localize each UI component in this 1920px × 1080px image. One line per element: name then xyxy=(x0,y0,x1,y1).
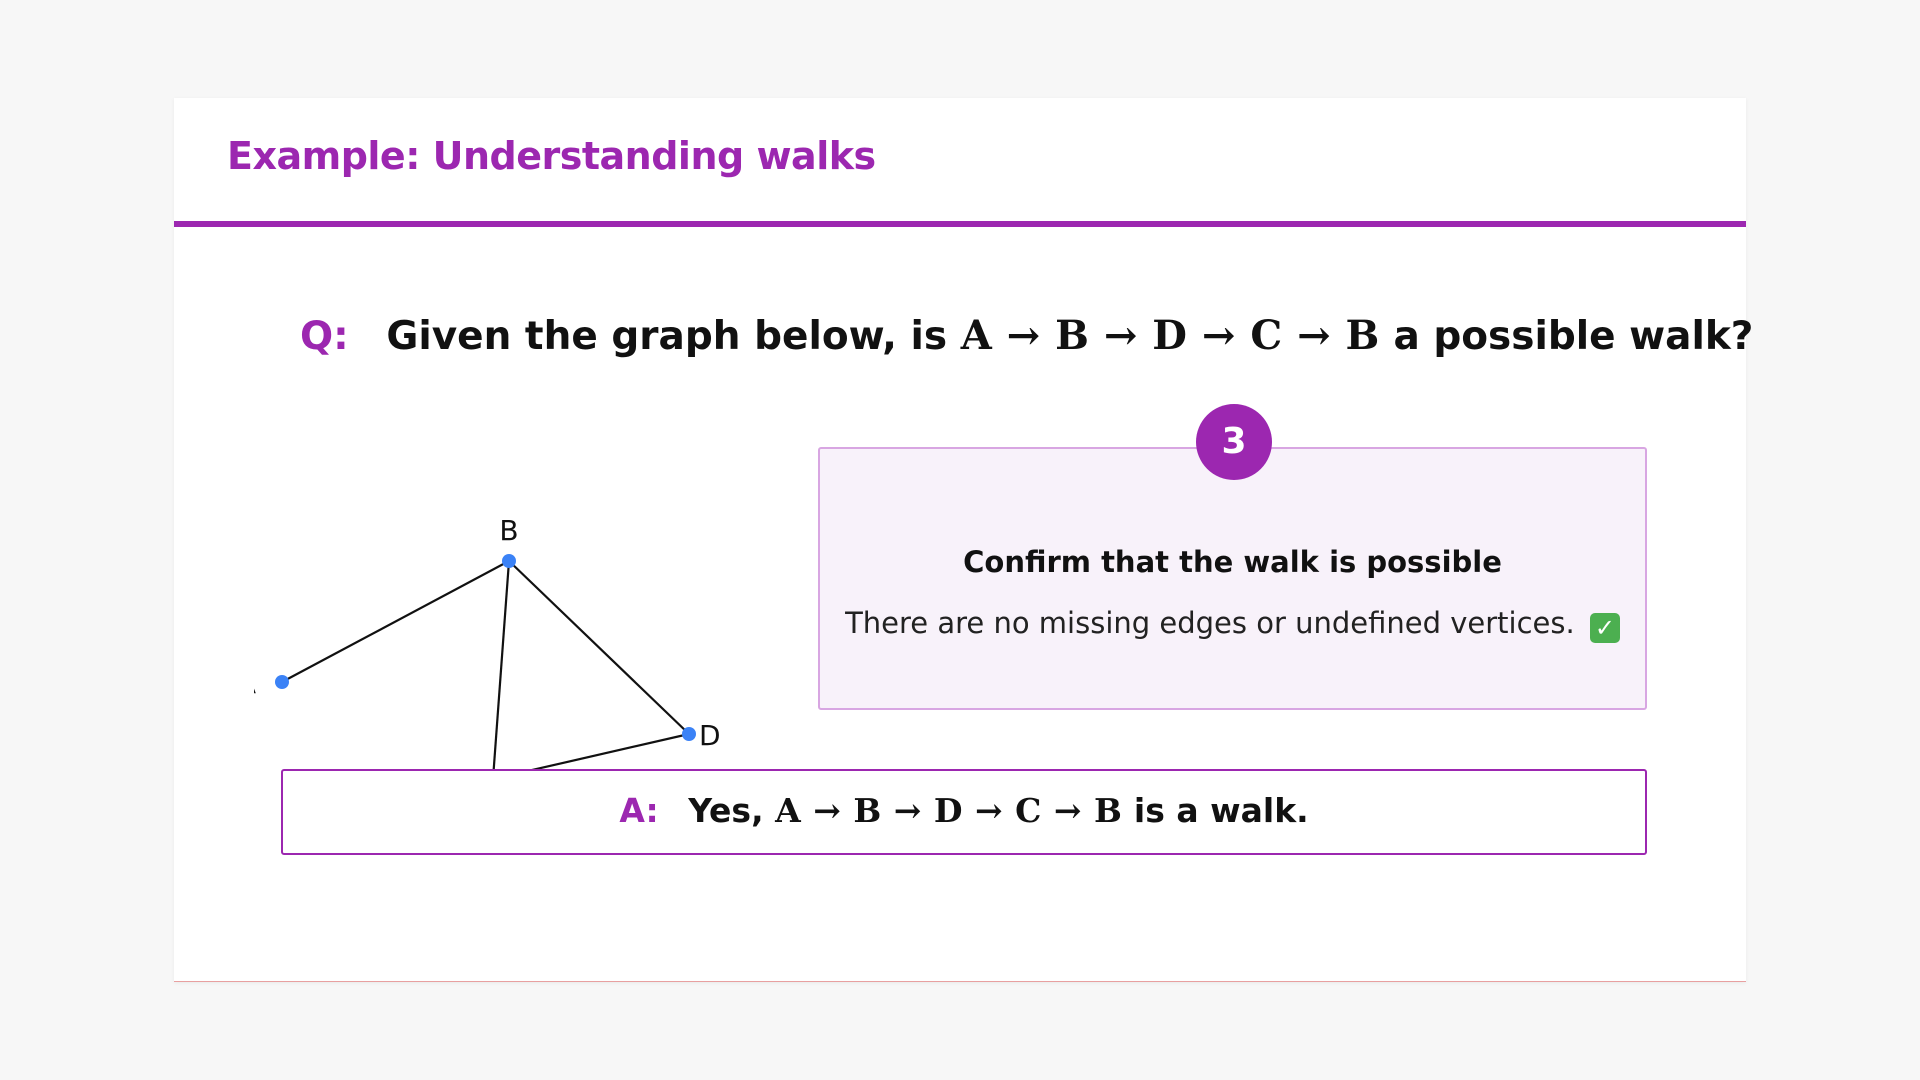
node-label-B: B xyxy=(499,514,518,547)
step-heading: Confirm that the walk is possible xyxy=(963,545,1502,579)
node-A xyxy=(275,675,289,689)
check-mark-icon: ✓ xyxy=(1589,613,1620,643)
question-suffix: a possible walk? xyxy=(1393,314,1754,359)
answer-walk: A → B → D → C → B xyxy=(775,791,1123,830)
step-card: Confirm that the walk is possible There … xyxy=(818,447,1647,710)
node-label-A: A xyxy=(254,667,256,700)
edge-B-C xyxy=(491,560,511,780)
title-divider xyxy=(174,221,1746,227)
slide-title: Example: Understanding walks xyxy=(227,134,876,178)
question-line: Q: Given the graph below, is A → B → D →… xyxy=(300,312,1753,359)
answer-box: A: Yes, A → B → D → C → B is a walk. xyxy=(281,769,1647,855)
step-number-badge: 3 xyxy=(1196,404,1272,480)
graph-edges xyxy=(281,560,690,781)
node-label-D: D xyxy=(699,719,721,752)
question-prefix: Given the graph below, is xyxy=(386,314,948,359)
step-text: There are no missing edges or undefined … xyxy=(820,606,1645,643)
node-D xyxy=(682,727,696,741)
answer-suffix: is a walk. xyxy=(1133,791,1309,830)
step-text-content: There are no missing edges or undefined … xyxy=(845,606,1575,640)
slide-card: Example: Understanding walks Q: Given th… xyxy=(174,98,1753,982)
edge-A-B xyxy=(281,560,510,683)
answer-line: A: Yes, A → B → D → C → B is a walk. xyxy=(283,791,1645,830)
answer-prefix: Yes, xyxy=(688,791,764,830)
node-B xyxy=(502,554,516,568)
question-walk: A → B → D → C → B xyxy=(960,312,1380,359)
question-label: Q: xyxy=(300,314,349,359)
edge-B-D xyxy=(508,560,690,735)
answer-label: A: xyxy=(619,791,659,830)
